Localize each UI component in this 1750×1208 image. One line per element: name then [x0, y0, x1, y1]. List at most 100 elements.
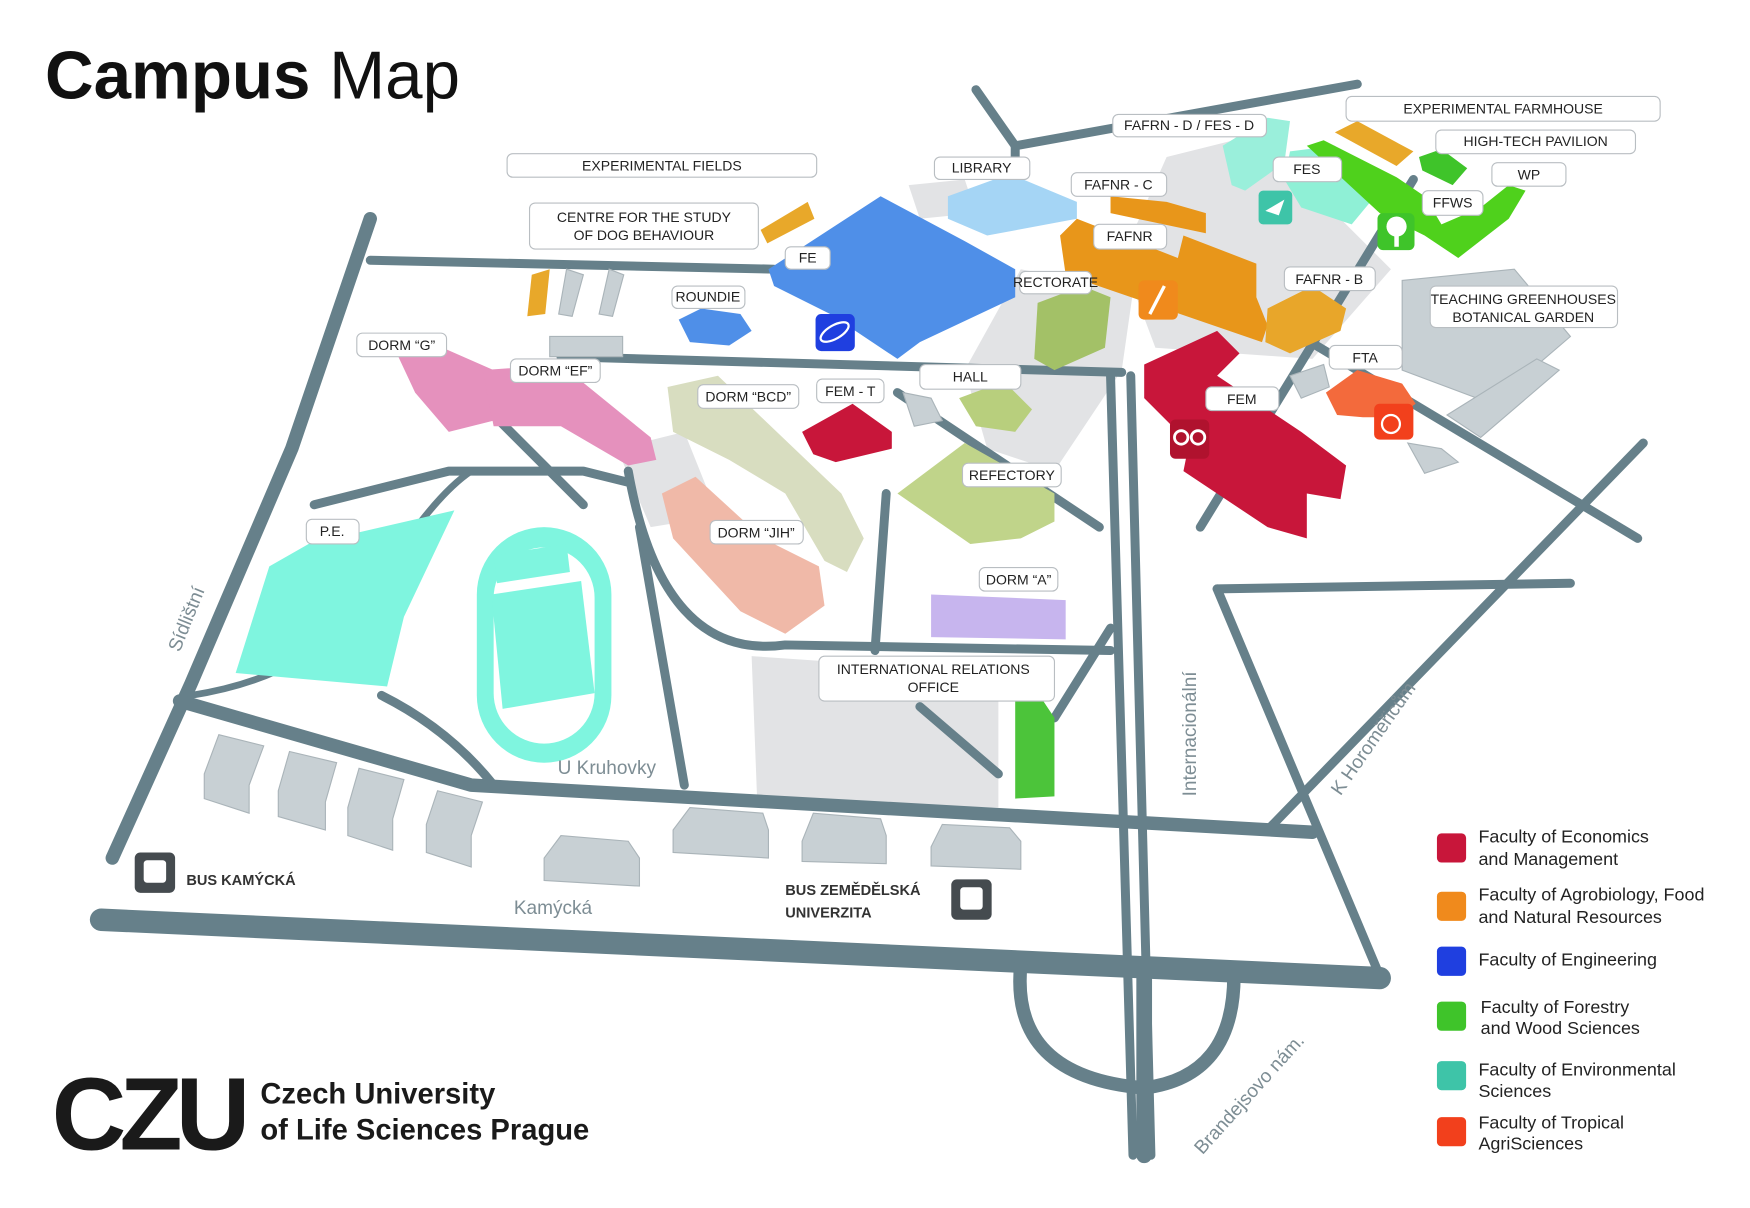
label-roundie[interactable]: ROUNDIE: [671, 285, 746, 310]
svg-text:WP: WP: [1518, 166, 1541, 182]
svg-text:FFWS: FFWS: [1433, 195, 1473, 211]
svg-text:FTA: FTA: [1352, 349, 1378, 365]
fem-building: [1144, 330, 1347, 539]
bus-stop-zemedelska[interactable]: BUS ZEMĚDĚLSKÁ UNIVERZITA: [785, 879, 992, 921]
label-experimental-farmhouse[interactable]: EXPERIMENTAL FARMHOUSE: [1345, 95, 1661, 122]
label-box: [784, 246, 831, 270]
atom-icon: [1436, 946, 1467, 976]
label-dorm-g[interactable]: DORM “G”: [356, 332, 448, 358]
street-u-kruhovky: U Kruhovky: [558, 758, 657, 779]
bus-icon: [960, 887, 983, 910]
label-iro[interactable]: INTERNATIONAL RELATIONS OFFICE: [818, 655, 1056, 702]
label-box: [818, 655, 1056, 702]
svg-text:INTERNATIONAL RELATIONS: INTERNATIONAL RELATIONS: [837, 661, 1030, 677]
svg-text:FE: FE: [799, 249, 817, 265]
svg-text:BUS ZEMĚDĚLSKÁ: BUS ZEMĚDĚLSKÁ: [785, 881, 921, 899]
fafnr-b: [1265, 286, 1347, 354]
label-box: [816, 378, 885, 404]
svg-text:HIGH-TECH PAVILION: HIGH-TECH PAVILION: [1463, 133, 1607, 149]
rectorate: [1034, 286, 1111, 371]
svg-text:OF DOG BEHAVIOUR: OF DOG BEHAVIOUR: [574, 227, 715, 243]
fe-building: [768, 196, 1016, 359]
label-fem[interactable]: FEM: [1205, 386, 1280, 412]
label-box: [1283, 266, 1376, 292]
label-wp[interactable]: WP: [1491, 162, 1567, 187]
label-box: [1272, 156, 1343, 183]
hall: [959, 381, 1033, 432]
running-track: [476, 527, 612, 763]
label-dorm-bcd[interactable]: DORM “BCD”: [697, 384, 800, 409]
label-fafnr-b[interactable]: FAFNR - B: [1283, 266, 1376, 292]
svg-text:Faculty of Economics: Faculty of Economics: [1478, 826, 1648, 846]
label-box: [961, 462, 1062, 488]
label-box: [1435, 129, 1637, 155]
label-experimental-fields[interactable]: EXPERIMENTAL FIELDS: [506, 153, 818, 178]
label-fta[interactable]: FTA: [1328, 344, 1403, 370]
svg-text:FAFNR: FAFNR: [1107, 228, 1153, 244]
label-refectory[interactable]: REFECTORY: [961, 462, 1062, 488]
label-fem-t[interactable]: FEM - T: [816, 378, 885, 404]
label-box: [978, 566, 1059, 592]
dog-centre-shed: [527, 269, 550, 317]
label-dorm-a[interactable]: DORM “A”: [978, 566, 1059, 592]
legend-item-engineering: Faculty of Engineering: [1436, 946, 1657, 976]
fafnr-c: [1110, 196, 1206, 234]
svg-text:FES: FES: [1293, 161, 1320, 177]
svg-text:and Natural Resources: and Natural Resources: [1478, 907, 1661, 927]
label-dorm-jih[interactable]: DORM “JIH”: [709, 519, 804, 545]
label-rectorate[interactable]: RECTORATE: [1013, 270, 1098, 295]
label-fafnr[interactable]: FAFNR: [1093, 223, 1168, 250]
street-internacionalni: Internacionální: [1180, 671, 1201, 797]
street-k-horomericum: K Horoměřicům: [1327, 679, 1420, 799]
label-fes[interactable]: FES: [1272, 156, 1343, 183]
svg-text:FAFNR - C: FAFNR - C: [1084, 177, 1153, 193]
label-box: [709, 519, 804, 545]
street-kamycka: Kamýcká: [514, 898, 593, 919]
label-library[interactable]: LIBRARY: [933, 156, 1031, 181]
czu-logo-mark: CZU: [52, 1057, 245, 1172]
svg-text:Czech University: Czech University: [260, 1079, 496, 1111]
tropical-icon: [1374, 403, 1414, 440]
svg-text:FAFNR - B: FAFNR - B: [1295, 271, 1363, 287]
experimental-fields-shed: [760, 201, 815, 244]
label-dorm-ef[interactable]: DORM “EF”: [509, 358, 601, 384]
label-high-tech-pavilion[interactable]: HIGH-TECH PAVILION: [1435, 129, 1637, 155]
label-box: [671, 285, 746, 310]
label-box: [1205, 386, 1280, 412]
iro-building: [1015, 701, 1055, 799]
ffws-building: [1306, 140, 1526, 258]
label-box: [528, 202, 759, 250]
pe-building: [235, 510, 455, 687]
svg-text:P.E.: P.E.: [320, 523, 345, 539]
label-fafrn-d-fes-d[interactable]: FAFRN - D / FES - D: [1112, 113, 1268, 138]
label-fe[interactable]: FE: [784, 246, 831, 270]
bus-stop-kamycka[interactable]: BUS KAMÝCKÁ: [134, 852, 296, 893]
svg-text:OFFICE: OFFICE: [908, 679, 959, 695]
svg-text:CENTRE FOR THE STUDY: CENTRE FOR THE STUDY: [557, 209, 732, 225]
label-pe[interactable]: P.E.: [305, 518, 360, 545]
label-box: [1070, 172, 1168, 197]
label-fafnr-c[interactable]: FAFNR - C: [1070, 172, 1168, 197]
svg-text:FEM - T: FEM - T: [825, 383, 876, 399]
economics-owl-icon: [1169, 419, 1210, 459]
svg-text:AgriSciences: AgriSciences: [1478, 1134, 1583, 1154]
dorm-jih: [661, 476, 825, 634]
dorm-bcd: [667, 375, 864, 573]
svg-text:and Wood Sciences: and Wood Sciences: [1481, 1018, 1640, 1038]
label-hall[interactable]: HALL: [919, 363, 1022, 390]
label-ffws[interactable]: FFWS: [1421, 190, 1484, 216]
svg-text:LIBRARY: LIBRARY: [952, 160, 1012, 176]
label-box: [305, 518, 360, 545]
svg-text:ROUNDIE: ROUNDIE: [676, 289, 741, 305]
tree-icon: [1436, 1001, 1467, 1031]
refectory: [897, 443, 1055, 544]
svg-text:REFECTORY: REFECTORY: [969, 467, 1056, 483]
label-dog-centre[interactable]: CENTRE FOR THE STUDY OF DOG BEHAVIOUR: [528, 202, 759, 250]
building-labels: EXPERIMENTAL FIELDS CENTRE FOR THE STUDY…: [305, 95, 1661, 702]
label-box: [919, 363, 1022, 390]
label-box: [1112, 113, 1268, 138]
